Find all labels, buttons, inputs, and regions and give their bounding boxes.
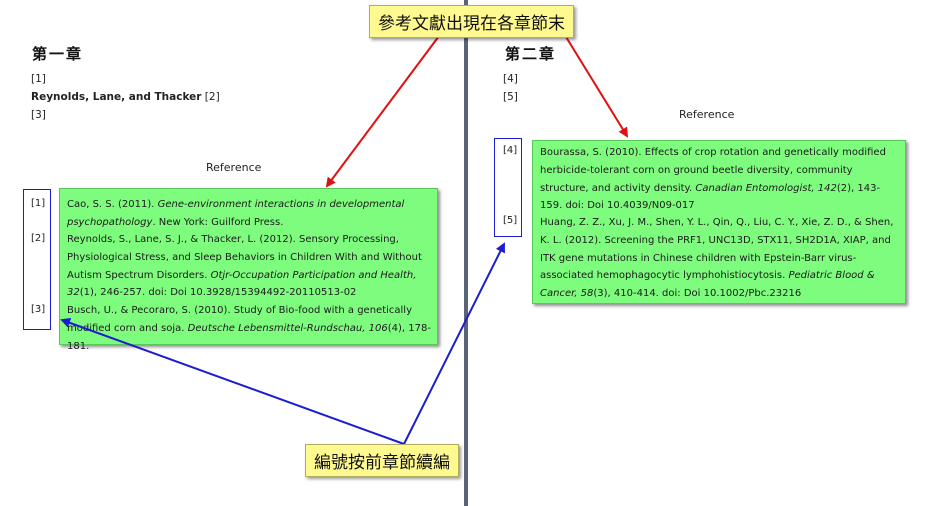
reference-text: . New York: Guilford Press. xyxy=(152,216,284,228)
number-highlight-box xyxy=(494,138,522,237)
chapter2-reference-heading: Reference xyxy=(679,108,735,121)
blue-arrow-to-chapter2 xyxy=(403,242,505,445)
callout-bottom: 編號按前章節續編 xyxy=(305,444,459,477)
chapter1-citation-2: Reynolds, Lane, and Thacker [2] xyxy=(31,88,220,106)
reference-text: (4), 178-181. xyxy=(67,322,431,352)
blue-arrow-to-chapter1 xyxy=(60,318,405,445)
reference-entry: Cao, S. S. (2011). Gene-environment inte… xyxy=(67,196,432,232)
reference-text: Busch, U., & Pecoraro, S. (2010). Study … xyxy=(67,305,412,334)
callout-top: 參考文獻出現在各章節末 xyxy=(369,5,574,38)
reference-entry: Reynolds, S., Lane, S. J., & Thacker, L.… xyxy=(67,231,432,302)
chapter1-ref-number: [3] xyxy=(31,304,46,315)
chapter1-reference-list: Cao, S. S. (2011). Gene-environment inte… xyxy=(59,188,438,352)
reference-text: (3), 410-414. doi: Doi 10.1002/Pbc.23216 xyxy=(593,288,802,300)
reference-text: (1), 246-257. doi: Doi 10.3928/15394492-… xyxy=(79,287,357,299)
reference-text: Huang, Z. Z., Xu, J. M., Shen, Y. L., Qi… xyxy=(540,217,894,282)
reference-source: Canadian Entomologist, 142 xyxy=(695,182,837,194)
reference-entry: Bourassa, S. (2010). Effects of crop rot… xyxy=(540,144,902,215)
chapter1-citation-2-authors: Reynolds, Lane, and Thacker xyxy=(31,91,202,103)
reference-source: Pediatric Blood & Cancer, 58 xyxy=(540,270,875,300)
chapter1-ref-number: [1] xyxy=(31,198,46,209)
chapter1-ref-number: [2] xyxy=(31,233,46,244)
chapter1-reference-heading: Reference xyxy=(206,161,262,174)
chapter1-title: 第一章 xyxy=(32,45,84,63)
chapter1-citation-2-number: [2] xyxy=(204,91,220,103)
red-arrow-to-chapter1 xyxy=(325,31,443,188)
chapter1-citation-1: [1] xyxy=(31,73,46,85)
reference-text: Bourassa, S. (2010). Effects of crop rot… xyxy=(540,147,886,194)
reference-entry: Busch, U., & Pecoraro, S. (2010). Study … xyxy=(67,302,435,355)
reference-entry: Huang, Z. Z., Xu, J. M., Shen, Y. L., Qi… xyxy=(540,214,902,303)
chapter2-citation-4: [4] xyxy=(503,73,518,85)
reference-source: Otjr-Occupation Participation and Health… xyxy=(67,269,417,299)
chapter2-ref-number: [5] xyxy=(503,215,518,226)
chapter1-citation-3: [3] xyxy=(31,109,46,121)
page-divider xyxy=(464,0,468,506)
chapter2-title: 第二章 xyxy=(505,45,557,63)
reference-source: Deutsche Lebensmittel-Rundschau, 106 xyxy=(187,322,388,334)
chapter2-ref-number: [4] xyxy=(503,145,518,156)
chapter2-reference-list: Bourassa, S. (2010). Effects of crop rot… xyxy=(532,140,906,304)
reference-text: Cao, S. S. (2011). xyxy=(67,199,158,210)
reference-text: Reynolds, S., Lane, S. J., & Thacker, L.… xyxy=(67,234,422,281)
red-arrow-to-chapter2 xyxy=(562,31,629,138)
number-highlight-box xyxy=(23,189,51,330)
reference-source: Gene-environment interactions in develop… xyxy=(67,199,405,228)
chapter2-citation-5: [5] xyxy=(503,91,518,103)
reference-text: (2), 143-159. doi: Doi 10.4039/N09-017 xyxy=(540,182,881,212)
